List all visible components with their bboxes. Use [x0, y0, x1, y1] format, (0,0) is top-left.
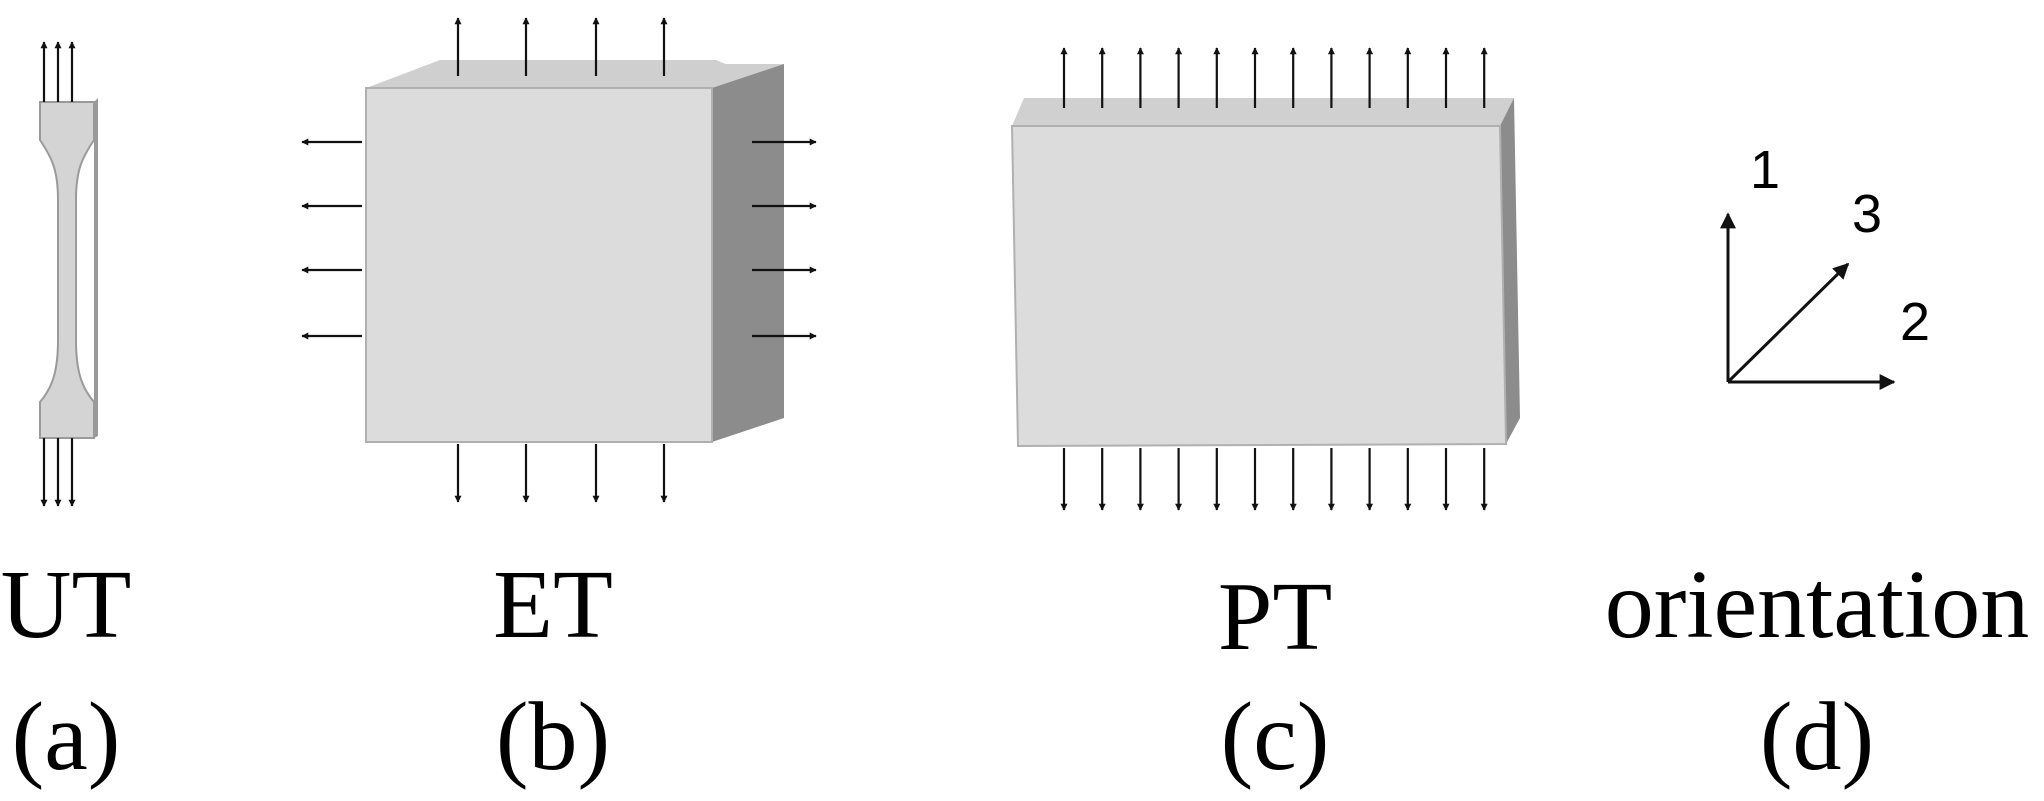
- et-right-arrows: [752, 138, 817, 340]
- axis-3-arrow: [1726, 262, 1850, 384]
- axis-2-label: 2: [1900, 292, 1930, 352]
- pt-bottom-arrows: [1060, 448, 1488, 511]
- axis-3-label: 3: [1852, 184, 1882, 244]
- et-side-face: [712, 64, 784, 442]
- panel-a-letter: (a): [11, 683, 121, 791]
- panel-b-name: ET: [493, 551, 613, 659]
- et-left-arrows: [301, 138, 362, 340]
- panel-c-name: PT: [1217, 563, 1333, 671]
- et-bottom-arrows: [454, 444, 668, 503]
- panel-b-letter: (b): [495, 683, 611, 791]
- orientation-triad: 1 3 2: [1720, 140, 1930, 390]
- panel-c-letter: (c): [1220, 683, 1330, 791]
- pt-top-arrows: [1060, 47, 1488, 108]
- planar-block: [1010, 98, 1520, 448]
- ut-top-arrows: [40, 41, 76, 102]
- panel-d-letter: (d): [1759, 683, 1875, 791]
- axis-1-label: 1: [1750, 140, 1780, 200]
- et-front-face: [365, 87, 713, 443]
- uniaxial-specimen: [39, 98, 98, 439]
- pt-top-face: [1012, 98, 1514, 126]
- panel-d-name: orientation: [1604, 551, 2030, 659]
- ut-bottom-arrows: [40, 438, 76, 507]
- pt-front-face: [1010, 125, 1508, 448]
- et-top-face-back: [366, 64, 784, 88]
- panel-a-name: UT: [0, 551, 132, 659]
- et-top-arrows: [454, 17, 668, 76]
- dogbone-edge: [94, 98, 98, 438]
- equibiaxial-block: [365, 60, 784, 443]
- dogbone-shape: [39, 101, 95, 439]
